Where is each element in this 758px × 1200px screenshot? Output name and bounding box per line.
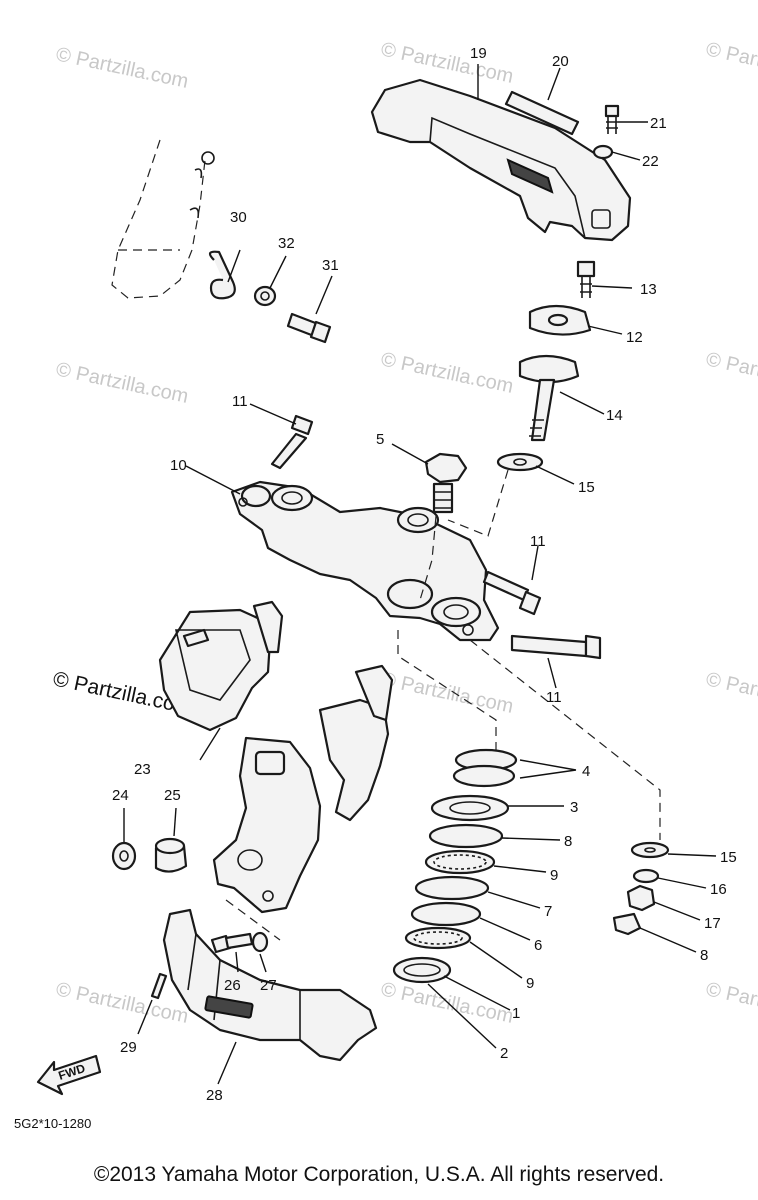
damper-25	[154, 837, 188, 873]
washer-22	[592, 144, 614, 160]
handlebar-holder-12	[528, 304, 592, 336]
bolt-11-right-lower	[510, 634, 602, 660]
callout-30: 30	[230, 209, 247, 226]
callout-14: 14	[606, 407, 623, 424]
watermark-text: © Partzilla.com	[379, 38, 515, 88]
callout-2: 2	[500, 1045, 508, 1062]
callout-11-lower: 11	[546, 689, 562, 706]
emblem-plate-20	[504, 90, 580, 136]
bearing-race-6	[410, 901, 482, 927]
callout-23: 23	[134, 761, 151, 778]
callout-20: 20	[552, 53, 569, 70]
callout-29: 29	[120, 1039, 137, 1056]
callout-12: 12	[626, 329, 643, 346]
headlight-stay-23	[158, 600, 284, 732]
nut-17	[626, 884, 656, 912]
callout-8-stack: 8	[564, 833, 572, 850]
callout-7: 7	[544, 903, 552, 920]
callout-3: 3	[570, 799, 578, 816]
callout-1: 1	[512, 1005, 520, 1022]
ball-bearing-9-upper	[424, 849, 496, 875]
diagram-code: 5G2*10-1280	[14, 1116, 91, 1131]
watermark-text: © Partzilla.com	[54, 978, 190, 1028]
lower-cover-28	[162, 908, 378, 1062]
callout-5: 5	[376, 431, 384, 448]
callout-27: 27	[260, 977, 277, 994]
bolt-11-upper	[270, 414, 314, 470]
clip-8	[612, 912, 642, 936]
steering-nut-5	[424, 452, 468, 514]
handle-crown-cover-19	[370, 78, 632, 242]
handlebar-holder-14	[518, 354, 580, 442]
callout-10: 10	[170, 457, 187, 474]
washer-15-upper	[496, 452, 544, 472]
callout-31: 31	[322, 257, 339, 274]
callout-11-upper: 11	[232, 393, 248, 410]
callout-4: 4	[582, 763, 590, 780]
callout-15-upper: 15	[578, 479, 595, 496]
fwd-arrow: FWD	[36, 1054, 102, 1096]
watermark-text: © Partzilla.com	[379, 668, 515, 718]
watermark-text: © Partzilla.com	[54, 358, 190, 408]
callout-15-lower: 15	[720, 849, 737, 866]
grommet-24	[111, 841, 137, 871]
washer-15-lower	[630, 841, 670, 859]
bearing-stack	[392, 748, 518, 984]
nut-16	[632, 868, 660, 884]
callout-32: 32	[278, 235, 295, 252]
watermark-text: © Partzilla.com	[704, 668, 758, 718]
callout-17: 17	[704, 915, 721, 932]
callout-numbers: 19 20 21 22 13 12 14 15 11 5 10 11 11 30…	[112, 45, 737, 1104]
callout-11-right: 11	[530, 533, 546, 550]
watermark-text: © Partzilla.com	[704, 38, 758, 88]
watermark-text: © Partzilla.com	[54, 43, 190, 93]
seal-8	[428, 823, 504, 849]
copyright-notice: ©2013 Yamaha Motor Corporation, U.S.A. A…	[93, 1163, 665, 1186]
callout-16: 16	[710, 881, 727, 898]
callout-8-right: 8	[700, 947, 708, 964]
callout-24: 24	[112, 787, 129, 804]
watermark-text: © Partzilla.com	[379, 348, 515, 398]
callout-28: 28	[206, 1087, 223, 1104]
bolt-26	[210, 932, 254, 954]
callout-9-upper: 9	[550, 867, 558, 884]
leader-lines	[123, 64, 717, 1085]
callout-13: 13	[640, 281, 657, 298]
screw-21	[604, 104, 620, 134]
ball-bearing-9-lower	[404, 926, 472, 950]
race-1	[392, 956, 452, 984]
callout-22: 22	[642, 153, 659, 170]
washer-27	[251, 931, 269, 953]
callout-19: 19	[470, 45, 487, 62]
callout-26: 26	[224, 977, 241, 994]
bolt-13	[576, 260, 596, 298]
under-bracket-10	[230, 480, 500, 642]
bearing-race-7	[414, 875, 490, 901]
fork-tube-outline	[111, 139, 215, 299]
bolt-11-right-upper	[482, 570, 542, 616]
callout-21: 21	[650, 115, 667, 132]
race-cover-4b	[452, 764, 516, 788]
callout-25: 25	[164, 787, 181, 804]
wire-clip-30	[208, 250, 236, 300]
watermark-text: © Partzilla.com	[704, 348, 758, 398]
bearing-race-3	[430, 794, 510, 822]
headlight-stay-lower	[212, 664, 394, 914]
screw-29	[150, 972, 168, 1000]
bolt-31	[286, 312, 332, 344]
callout-9-lower: 9	[526, 975, 534, 992]
watermark-text: © Partzilla.com	[379, 978, 515, 1028]
nut-32	[253, 285, 277, 307]
watermark-text: © Partzilla.com	[704, 978, 758, 1028]
assembly-lines	[225, 469, 661, 941]
callout-6: 6	[534, 937, 542, 954]
